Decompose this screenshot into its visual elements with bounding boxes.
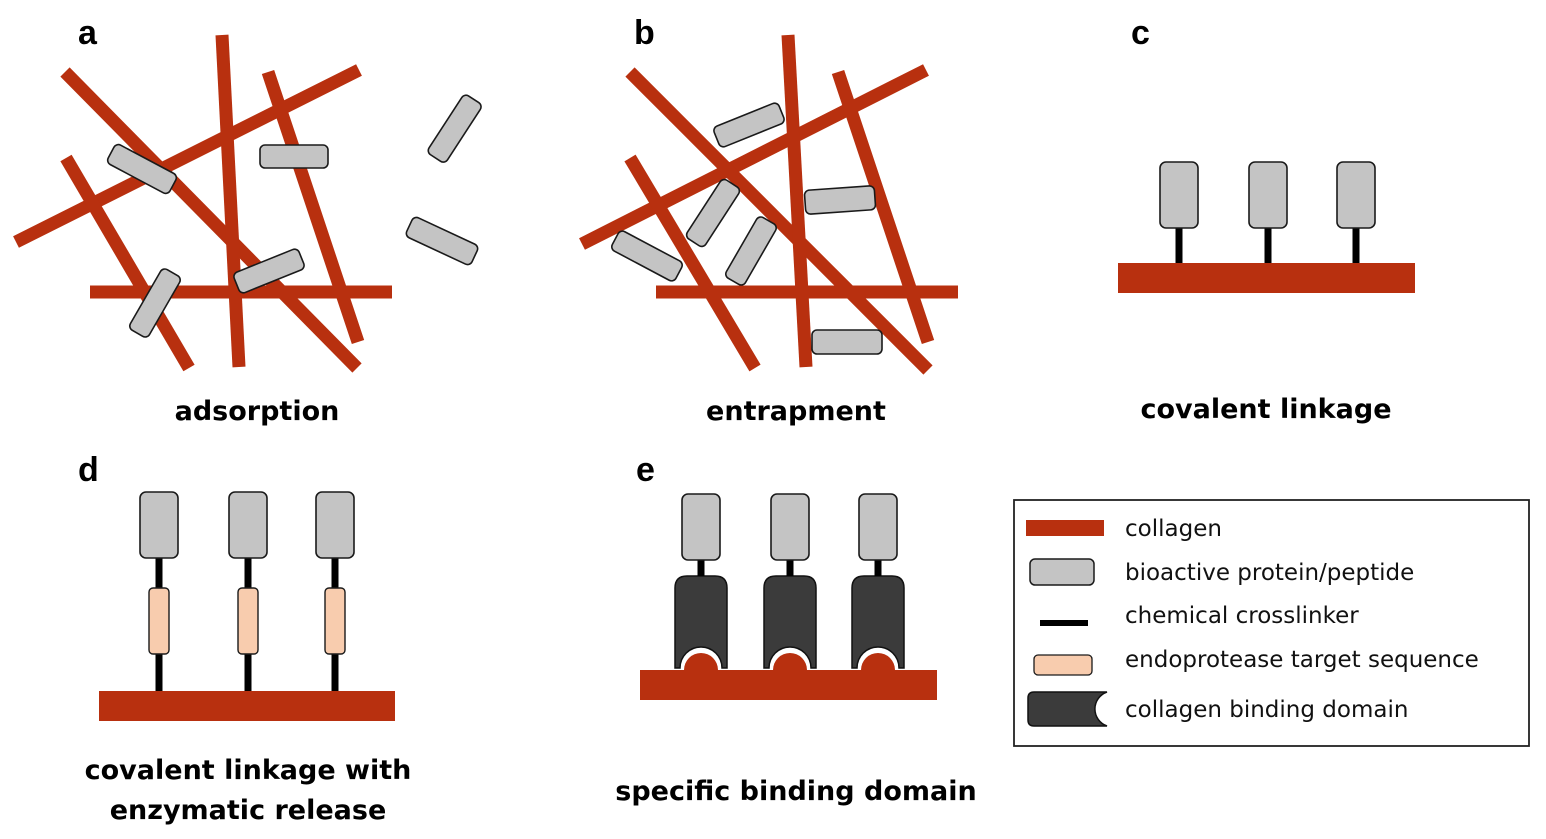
panel-d-letter: d	[78, 451, 99, 489]
crosslinker-swatch-icon	[1040, 620, 1088, 626]
bioactive-protein	[228, 491, 268, 559]
collagen-fiber	[625, 67, 933, 375]
legend-label-binding-domain: collagen binding domain	[1125, 697, 1408, 723]
collagen-binding-site	[861, 653, 895, 670]
panel-b-caption: entrapment	[706, 396, 886, 427]
panel-e: e specific binding domain	[615, 451, 976, 807]
bioactive-protein	[611, 230, 683, 282]
panel-b-proteins	[611, 102, 883, 355]
bioactive-protein	[1336, 161, 1376, 229]
panel-b: b entrapment	[579, 14, 958, 427]
endoprotease-targets	[148, 587, 346, 655]
bioactive-protein	[681, 493, 721, 561]
bioactive-protein	[1248, 161, 1288, 229]
protein-swatch-icon	[1029, 558, 1095, 586]
bioactive-protein	[713, 102, 785, 148]
bioactive-protein	[427, 94, 482, 163]
panel-a-letter: a	[78, 14, 98, 52]
legend-box	[1013, 499, 1530, 747]
bioactive-protein	[106, 143, 178, 195]
bioactive-protein	[129, 268, 181, 338]
panel-a-fiber-network	[13, 34, 392, 373]
bioactive-protein	[770, 493, 810, 561]
collagen-fiber	[640, 670, 937, 700]
panel-c-letter: c	[1131, 14, 1150, 52]
bioactive-protein	[858, 493, 898, 561]
panel-d-proteins	[139, 491, 355, 559]
collagen-swatch-icon	[1026, 520, 1104, 536]
bioactive-protein	[803, 185, 877, 215]
collagen-fiber	[13, 64, 362, 248]
endoprotease-target-sequence	[324, 587, 346, 655]
binding-domains	[674, 575, 905, 669]
panel-a-proteins	[106, 94, 482, 338]
collagen-fiber	[60, 67, 362, 373]
bioactive-protein	[725, 216, 777, 286]
collagen-binding-domain	[763, 575, 817, 669]
collagen-binding-domain	[674, 575, 728, 669]
legend-label-crosslinker: chemical crosslinker	[1125, 603, 1359, 629]
legend-label-collagen: collagen	[1125, 516, 1222, 542]
panel-d-caption-line2: enzymatic release	[110, 795, 387, 826]
collagen-binding-site	[773, 653, 807, 670]
collagen-binding-domain	[851, 575, 905, 669]
crosslinkers	[1175, 228, 1360, 263]
endoprotease-target-sequence	[148, 587, 170, 655]
collagen-fiber	[215, 34, 246, 368]
crosslinkers	[697, 558, 882, 576]
bioactive-protein	[405, 216, 479, 266]
collagen-fiber	[1118, 263, 1415, 293]
panel-e-letter: e	[636, 451, 655, 489]
panel-c: c covalent linkage	[1118, 14, 1415, 425]
collagen-fiber	[624, 154, 761, 372]
collagen-fiber	[781, 34, 813, 368]
panel-b-letter: b	[634, 14, 655, 52]
panel-c-caption: covalent linkage	[1140, 394, 1391, 425]
collagen-fiber	[60, 154, 195, 372]
bioactive-protein	[315, 491, 355, 559]
bioactive-protein	[1159, 161, 1199, 229]
panel-a-caption: adsorption	[175, 396, 340, 427]
bioactive-protein	[233, 248, 305, 294]
collagen-fiber	[579, 64, 929, 250]
binding-domain-swatch-icon	[1027, 691, 1108, 727]
panel-e-proteins	[681, 493, 898, 561]
panel-b-fiber-network	[579, 34, 958, 375]
collagen-binding-site	[684, 653, 718, 670]
collagen-fiber	[99, 691, 395, 721]
legend-label-endoprotease: endoprotease target sequence	[1125, 647, 1479, 673]
bioactive-protein	[259, 144, 329, 169]
endoprotease-target-sequence	[237, 587, 259, 655]
collagen-bumps	[684, 653, 895, 670]
legend: collagen bioactive protein/peptide chemi…	[1013, 499, 1530, 747]
bioactive-protein	[811, 329, 883, 355]
panel-e-caption: specific binding domain	[615, 776, 976, 807]
bioactive-protein	[139, 491, 179, 559]
legend-label-protein: bioactive protein/peptide	[1125, 560, 1414, 586]
collagen-fiber	[261, 69, 365, 345]
panel-a: a adsorption	[13, 14, 482, 427]
bioactive-protein	[685, 178, 741, 248]
panel-d-caption-line1: covalent linkage with	[85, 755, 412, 786]
panel-c-proteins	[1159, 161, 1376, 229]
panel-d: d covalent linkage with enzymatic releas…	[78, 451, 411, 826]
endoprotease-swatch-icon	[1033, 654, 1093, 676]
